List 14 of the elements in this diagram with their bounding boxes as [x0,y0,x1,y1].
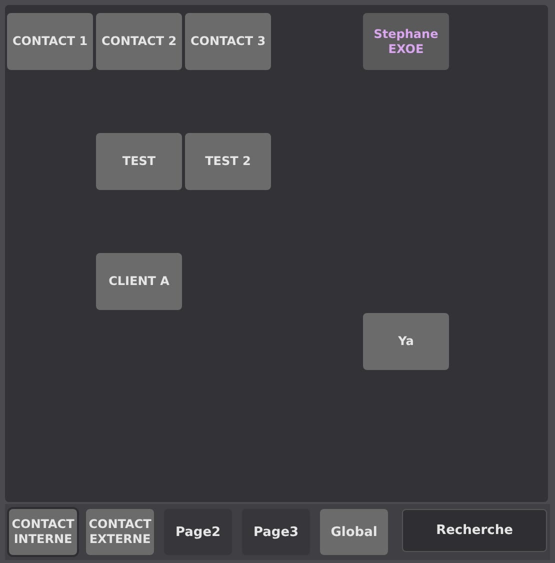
tab-button: CONTACT INTERNE [9,509,77,555]
contact-button: Stephane EXOE [363,13,449,70]
search-button: Recherche [402,509,547,552]
contact-button: TEST 2 [185,133,271,190]
tab-button: Page3 [242,509,310,555]
tab-button: Page2 [164,509,232,555]
contact-button: CONTACT 1 [7,13,93,70]
contact-button: CLIENT A [96,253,182,310]
tab-button: CONTACT EXTERNE [86,509,154,555]
tab-button: Global [320,509,388,555]
contact-button: Ya [363,313,449,370]
contact-button: TEST [96,133,182,190]
contact-button: CONTACT 3 [185,13,271,70]
contact-button: CONTACT 2 [96,13,182,70]
